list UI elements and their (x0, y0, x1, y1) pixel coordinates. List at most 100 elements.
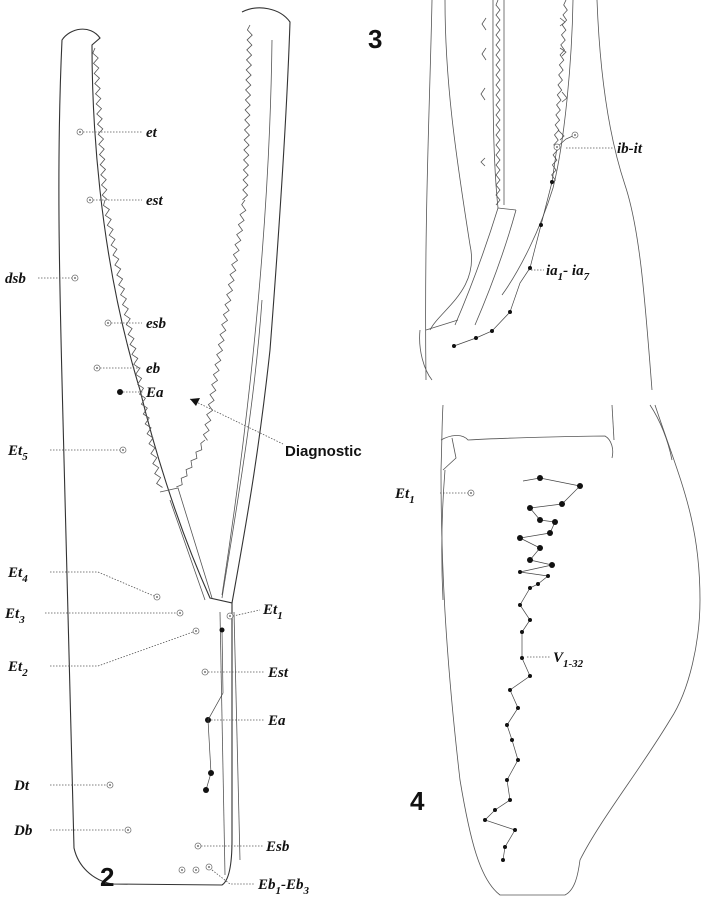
V-trichobothrium-dot (513, 828, 517, 832)
label-ia-dash: - (563, 263, 572, 279)
label-Et3: Et3 (4, 606, 25, 626)
V-trichobothrium-dot (527, 557, 533, 563)
keel-line-2 (234, 612, 240, 860)
fig3-serration (496, 0, 567, 205)
V-trichobothrium-dot (518, 570, 522, 574)
V-trichobothrium-dot (517, 535, 523, 541)
ia-dot (474, 336, 478, 340)
V-trichobothrium-dot (518, 603, 522, 607)
trichobothrium-Eb2 (193, 867, 199, 873)
V-trichobothrium-dot (493, 808, 497, 812)
label-Eb-sub2: 3 (303, 885, 310, 897)
label-ib-it: ib-it (617, 141, 643, 157)
label-Et1-sub: 1 (277, 610, 283, 622)
fig3-base-lines (420, 208, 516, 380)
V-trichobothrium-dot (527, 505, 533, 511)
label-Et2-sub: 2 (21, 667, 28, 679)
label-ia: ia1- ia7 (546, 263, 590, 283)
diagnostic-arrowhead (190, 398, 200, 406)
label-V-sub: 1-32 (563, 658, 584, 670)
V-trichobothrium-dot (483, 818, 487, 822)
leader-diagnostic (190, 399, 283, 444)
label-Db: Db (13, 823, 33, 839)
V-trichobothrium-dot (552, 519, 558, 525)
label-ia-base2: ia (572, 263, 584, 279)
label-et: et (146, 125, 158, 141)
label-Eb-base2: Eb (285, 877, 304, 893)
trichobothrium-et (77, 129, 83, 135)
movable-finger-outline (232, 8, 290, 603)
trichobothrium-esb (105, 320, 111, 326)
label-Et2-base: Et (7, 659, 23, 675)
trichobothrium-Et1 (227, 613, 233, 619)
label-Esb: Esb (265, 839, 290, 855)
label-Dt: Dt (13, 778, 30, 794)
ia-dot (550, 180, 554, 184)
ia-dot (528, 266, 532, 270)
figure-number-4: 4 (410, 786, 425, 816)
fig3-outer-line-left-2 (430, 0, 472, 330)
fig3-right-body (597, 0, 652, 390)
trichobothrium-Est (202, 669, 208, 675)
figure-number-2: 2 (100, 862, 114, 892)
ia-dot (490, 329, 494, 333)
ia-dot (539, 223, 543, 227)
V-trichobothrium-dot (528, 674, 532, 678)
fig3-ia-chain (454, 135, 575, 346)
leader-Et2 (50, 632, 193, 666)
V-trichobothrium-dot (559, 501, 565, 507)
label-fig4-Et1-sub: 1 (409, 494, 415, 506)
figure-2-chela: et est dsb esb eb Ea Diagnostic Et5 Et4 … (4, 8, 362, 897)
label-Et4: Et4 (7, 565, 28, 585)
trichobothrium-Et3 (177, 610, 183, 616)
trichobothrium-Esb (195, 843, 201, 849)
V-trichobothrium-dot (501, 858, 505, 862)
trichobothrium-fig4-Et1 (468, 490, 474, 496)
articulation-line-2 (170, 500, 205, 600)
V-trichobothrium-dot (516, 758, 520, 762)
label-Et3-sub: 3 (18, 614, 25, 626)
fig4-joint-left (443, 438, 456, 470)
figure-3-fingers-detail: ib-it ia1- ia7 3 (368, 0, 652, 390)
ia-dot (452, 344, 456, 348)
V-trichobothrium-dot (536, 582, 540, 586)
label-Eb: Eb1-Eb3 (257, 877, 310, 897)
label-V: V1-32 (553, 650, 584, 670)
label-Ea-lower: Ea (267, 713, 286, 729)
V-trichobothrium-dot (508, 798, 512, 802)
label-Et5-sub: 5 (22, 451, 28, 463)
trichobothrium-Dt (107, 782, 113, 788)
leader-Eb (212, 870, 255, 884)
fig4-right-edge (650, 405, 672, 460)
V-trichobothrium-dot (546, 574, 550, 578)
chain-dot (220, 628, 225, 633)
trichobothrium-Et5 (120, 447, 126, 453)
trichobothrium-Eb1 (179, 867, 185, 873)
chela-outline (59, 29, 232, 885)
movable-finger-dentition (176, 25, 252, 487)
trichobothrium-Et4 (154, 594, 160, 600)
fig4-hand-outline (441, 405, 700, 895)
label-dsb: dsb (5, 271, 26, 287)
V-trichobothrium-dot (537, 517, 543, 523)
label-Et4-sub: 4 (21, 573, 28, 585)
label-Et4-base: Et (7, 565, 23, 581)
label-fig4-Et1-base: Et (394, 486, 410, 502)
label-ia-sub2: 7 (584, 271, 590, 283)
fixed-finger-dentition (93, 48, 163, 488)
V-trichobothrium-dot (510, 738, 514, 742)
V-trichobothrium-dot (503, 845, 507, 849)
trichobothrium-dsb (72, 275, 78, 281)
trichobothrium-eb (94, 365, 100, 371)
label-esb: esb (146, 316, 166, 332)
V-trichobothrium-dot (520, 656, 524, 660)
label-Et1-base: Et (262, 602, 278, 618)
figure-number-3: 3 (368, 24, 382, 54)
articulation-line (160, 488, 212, 598)
V-trichobothrium-dot (528, 618, 532, 622)
ia-dot (508, 310, 512, 314)
label-est: est (146, 193, 163, 209)
label-diagnostic: Diagnostic (285, 443, 362, 460)
label-Et2: Et2 (7, 659, 28, 679)
